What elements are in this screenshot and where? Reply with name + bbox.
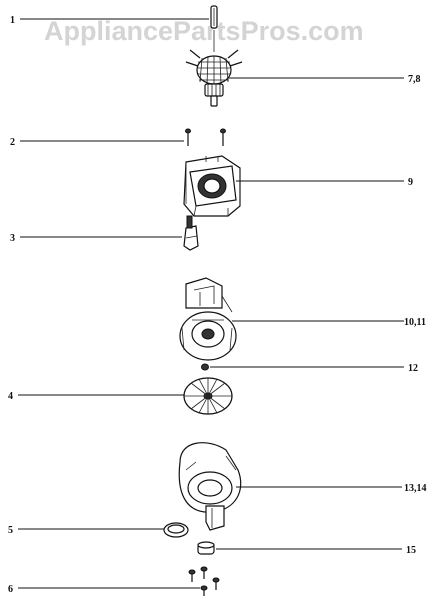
callout-15: 15 <box>406 545 416 556</box>
part-13-14-housing <box>178 442 242 531</box>
callout-3: 3 <box>10 233 15 244</box>
part-5-gasket <box>163 522 189 538</box>
part-10-11-bracket <box>179 277 237 361</box>
callout-4: 4 <box>8 391 13 402</box>
callout-6: 6 <box>8 584 13 595</box>
callout-13-14: 13,14 <box>404 483 427 494</box>
callout-12: 12 <box>408 363 418 374</box>
callout-10-11: 10,11 <box>404 317 426 328</box>
part-4-fan <box>183 377 233 415</box>
part-15-bushing <box>197 541 215 555</box>
callout-5: 5 <box>8 525 13 536</box>
part-3-brush-holder <box>183 215 199 251</box>
callout-9: 9 <box>408 177 413 188</box>
part-7-8-armature <box>185 30 243 107</box>
part-9-motor-housing <box>183 155 241 217</box>
callout-1: 1 <box>10 15 15 26</box>
part-1-pin <box>210 5 218 29</box>
callout-7-8: 7,8 <box>408 74 421 85</box>
callout-2: 2 <box>10 137 15 148</box>
watermark-text: AppliancePartsPros.com <box>44 16 364 46</box>
part-6-screws <box>188 566 220 596</box>
part-12-nut <box>201 363 209 371</box>
part-2-screws <box>185 128 226 146</box>
